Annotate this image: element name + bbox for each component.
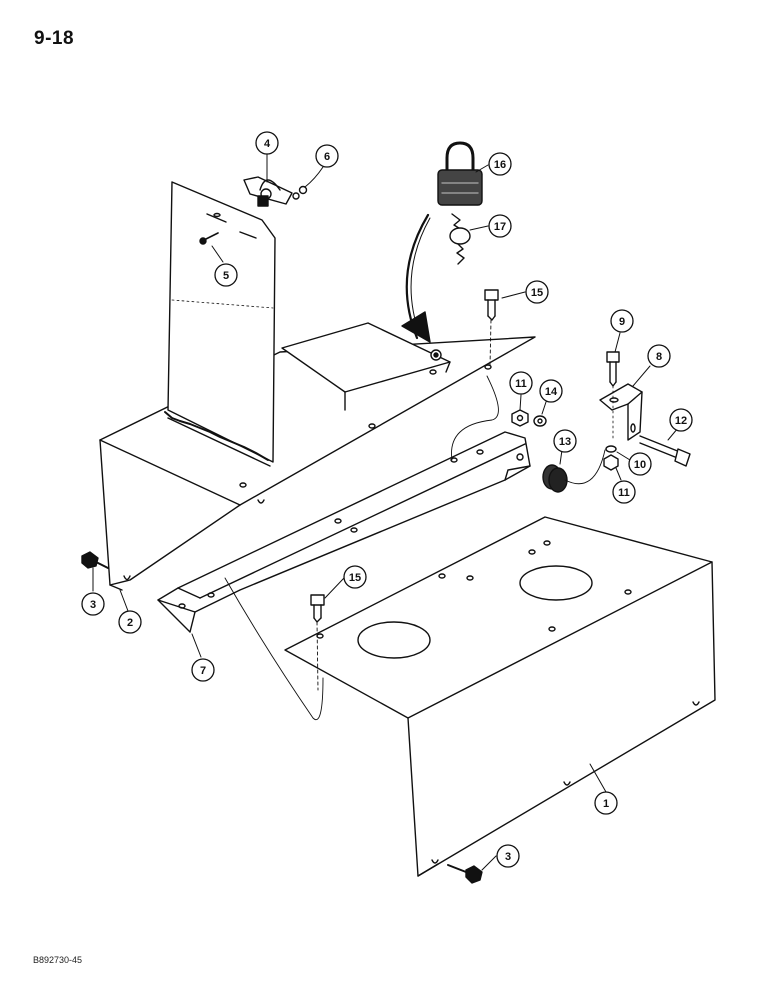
- bolt-part-12: [639, 435, 691, 467]
- callout-11-right: 11: [612, 480, 636, 504]
- leader-lines: [92, 153, 679, 871]
- callout-6: 6: [315, 144, 339, 168]
- callout-8: 8: [647, 344, 671, 368]
- callout-15-lower-label: 15: [349, 572, 361, 584]
- callout-1-label: 1: [603, 798, 609, 810]
- callout-10-label: 10: [634, 459, 646, 471]
- callout-12: 12: [669, 408, 693, 432]
- callout-13-label: 13: [559, 436, 571, 448]
- callout-4-label: 4: [264, 138, 271, 150]
- bracket-part-8: [599, 383, 643, 441]
- callout-9-label: 9: [619, 316, 625, 328]
- callout-3-left-label: 3: [90, 599, 96, 611]
- screw-part-3-right: [447, 864, 483, 884]
- curved-arrow-icon: [401, 213, 431, 343]
- washer-part-14: [533, 415, 547, 427]
- callout-12-label: 12: [675, 415, 687, 427]
- callout-3-right: 3: [496, 844, 520, 868]
- callout-7: 7: [191, 658, 215, 682]
- callout-15-lower: 15: [343, 565, 367, 589]
- bolt-part-9: [606, 351, 620, 441]
- washer-part-10: [605, 445, 617, 453]
- latch-assembly: [243, 176, 300, 207]
- callout-3-left: 3: [81, 592, 105, 616]
- callout-17: 17: [488, 214, 512, 238]
- upper-cover-part: [99, 322, 536, 591]
- callout-13: 13: [553, 429, 577, 453]
- grommet-part-13: [542, 449, 606, 493]
- figure-code: B892730-45: [33, 955, 83, 965]
- callout-10: 10: [628, 452, 652, 476]
- bolt-part-15-upper: [484, 289, 499, 367]
- callout-8-label: 8: [656, 351, 662, 363]
- callout-16: 16: [488, 152, 512, 176]
- callout-5: 5: [214, 263, 238, 287]
- callout-5-label: 5: [223, 270, 229, 282]
- callout-2: 2: [118, 610, 142, 634]
- hinged-lid-panel: [164, 181, 276, 467]
- page-number: 9-18: [34, 28, 75, 49]
- nut-part-6: [298, 185, 308, 195]
- callout-17-label: 17: [494, 221, 506, 233]
- callout-3-right-label: 3: [505, 851, 511, 863]
- screw-part-5: [199, 232, 219, 245]
- lower-cover-part: [284, 516, 716, 877]
- support-rail-part-7: [157, 375, 531, 721]
- callout-2-label: 2: [127, 617, 133, 629]
- screw-part-3-left: [81, 551, 109, 569]
- bolt-part-15-lower: [310, 594, 325, 691]
- callout-15-upper-label: 15: [531, 287, 543, 299]
- callout-6-label: 6: [324, 151, 330, 163]
- callout-11-left-label: 11: [515, 378, 527, 390]
- nut-part-11-left: [511, 409, 529, 427]
- callout-7-label: 7: [200, 665, 206, 677]
- key-part-17: [449, 213, 471, 265]
- callouts: 1 2 3 3 4 5 6 7 8 9 10 11 11 12 13 14 15…: [81, 131, 693, 868]
- callout-1: 1: [594, 791, 618, 815]
- callout-4: 4: [255, 131, 279, 155]
- padlock-part-16: [437, 141, 483, 206]
- callout-14: 14: [539, 379, 563, 403]
- callout-16-label: 16: [494, 159, 506, 171]
- callout-14-label: 14: [545, 386, 558, 398]
- nut-part-11-right: [603, 454, 619, 471]
- callout-9: 9: [610, 309, 634, 333]
- callout-11-right-label: 11: [618, 487, 630, 499]
- callout-11-left: 11: [509, 371, 533, 395]
- callout-15-upper: 15: [525, 280, 549, 304]
